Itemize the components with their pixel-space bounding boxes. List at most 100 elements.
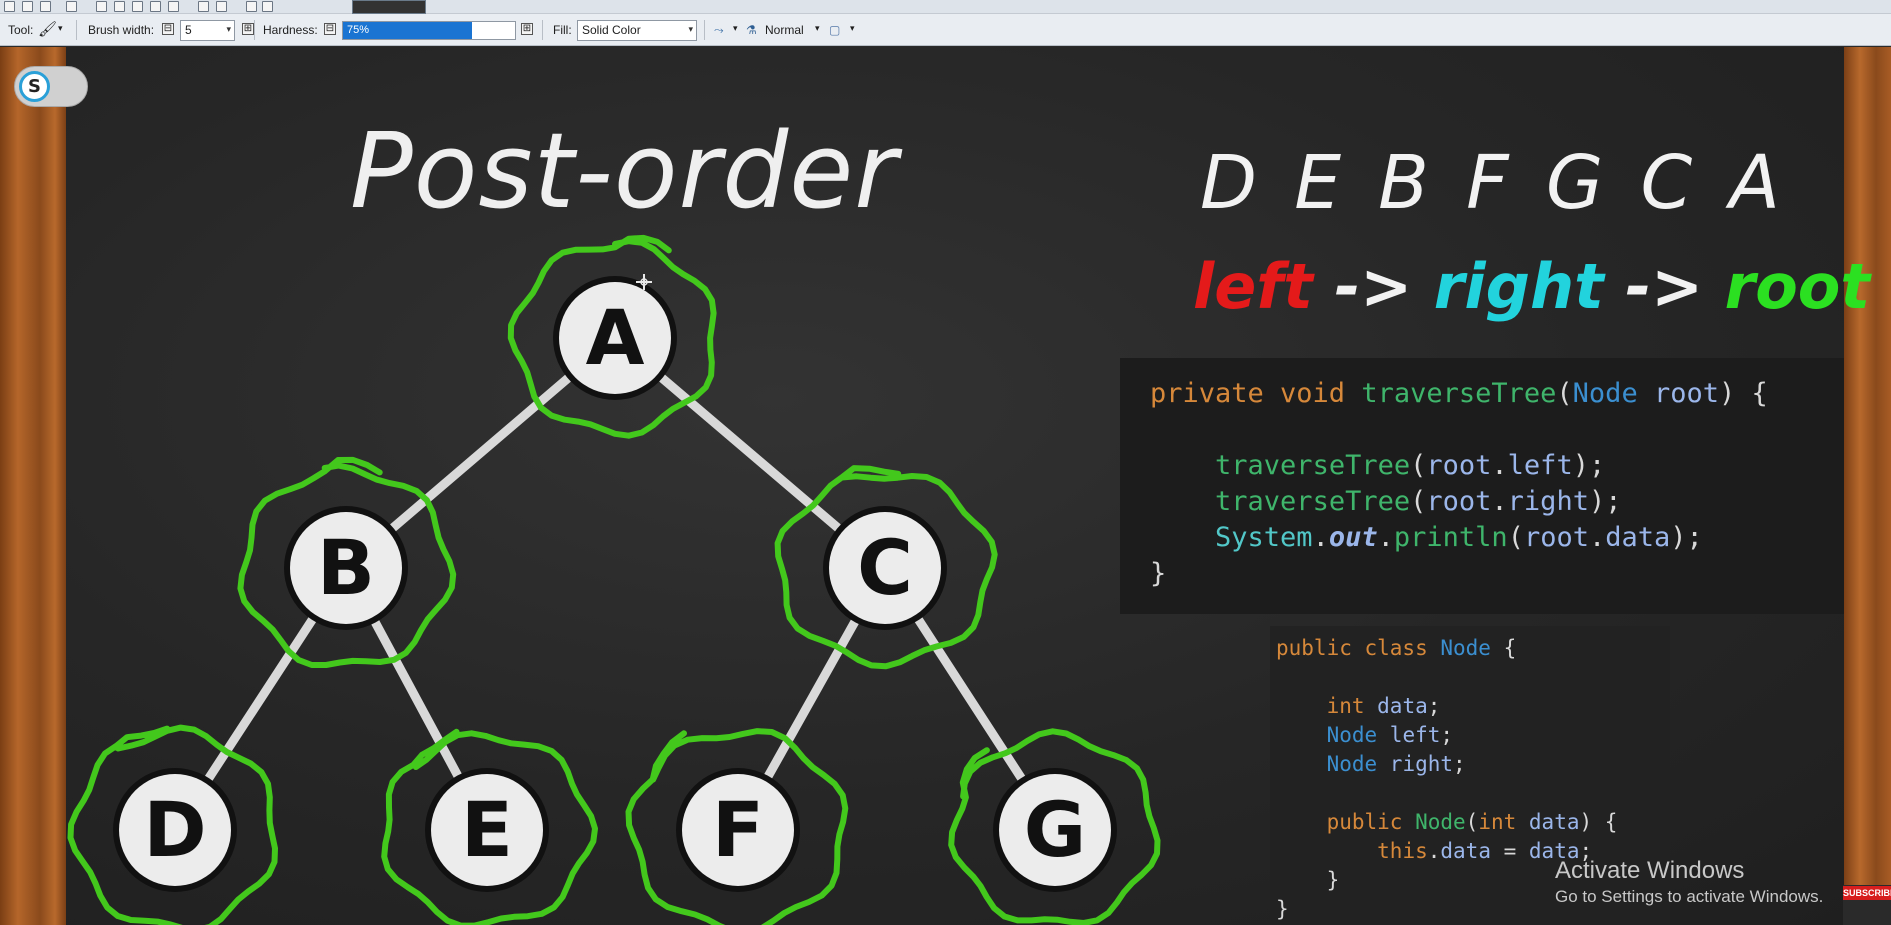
image-thumbnail[interactable]	[352, 0, 426, 14]
code-line-1: private void traverseTree(Node root) {	[1150, 378, 1768, 409]
node-class-code-block: public class Node { int data; Node left;…	[1270, 626, 1670, 925]
tree-node-label: B	[317, 523, 375, 612]
save-icon[interactable]	[40, 1, 51, 12]
paintbrush-icon[interactable]: 🖌	[38, 21, 58, 38]
code-line-1: public class Node {	[1276, 636, 1516, 660]
sequence-item: C	[1640, 140, 1693, 226]
sequence-item: B	[1378, 140, 1429, 226]
traverse-code-block: private void traverseTree(Node root) { t…	[1120, 358, 1844, 614]
tree-node-label: G	[1024, 785, 1086, 874]
code-line-6: this.data = data;	[1377, 839, 1592, 863]
order-right: right	[1433, 250, 1604, 323]
code-line-4: Node right;	[1327, 752, 1466, 776]
deselect-icon[interactable]	[168, 1, 179, 12]
fill-dropdown-icon[interactable]: ▾	[688, 24, 693, 34]
open-file-icon[interactable]	[22, 1, 33, 12]
code-token: ;	[1579, 839, 1593, 863]
hardness-decrease-button[interactable]: ⊟	[324, 23, 336, 35]
brush-width-input[interactable]: 5 ▾	[180, 20, 235, 41]
print-icon[interactable]	[66, 1, 77, 12]
blend-mode-dropdown-icon[interactable]: ▾	[815, 23, 820, 33]
code-token: .	[1588, 522, 1606, 553]
code-token	[1638, 378, 1654, 409]
code-token: data	[1516, 810, 1580, 834]
code-token: public class	[1276, 636, 1441, 660]
hardness-slider[interactable]: 75%	[342, 21, 516, 40]
tree-node-circle	[119, 774, 231, 886]
tree-node-circle	[290, 512, 402, 624]
tree-node-label: F	[712, 785, 764, 874]
brush-width-label: Brush width:	[88, 23, 155, 37]
fill-select[interactable]: Solid Color ▾	[577, 20, 697, 41]
code-token: int	[1326, 694, 1365, 718]
new-file-icon[interactable]	[4, 1, 15, 12]
brush-width-dropdown-icon[interactable]: ▾	[226, 24, 231, 34]
order-arrow: ->	[1603, 250, 1725, 323]
code-token: (	[1410, 450, 1427, 481]
code-token: ;	[1453, 752, 1466, 776]
grid-icon[interactable]	[246, 1, 257, 12]
code-token: traverseTree	[1215, 450, 1411, 481]
hardness-increase-button[interactable]: ⊞	[521, 23, 533, 35]
code-line-2: traverseTree(root.left);	[1215, 450, 1605, 481]
highlight-circle-c	[774, 465, 998, 670]
selection-mode-dropdown-icon[interactable]: ▾	[850, 23, 855, 33]
separator	[542, 20, 543, 40]
blend-mode-value[interactable]: Normal	[765, 23, 804, 37]
fill-value: Solid Color	[582, 23, 641, 37]
subscribe-button[interactable]: SUBSCRIBE	[1843, 885, 1891, 925]
editor-top-strip	[0, 0, 1891, 14]
code-token: .	[1491, 486, 1508, 517]
undo-icon[interactable]	[198, 1, 209, 12]
code-token: ;	[1440, 723, 1454, 747]
overlay-toggle[interactable]: S	[14, 66, 88, 107]
code-token: (	[1465, 810, 1479, 834]
traversal-sequence: D E B F G C A	[1200, 140, 1780, 226]
paste-icon[interactable]	[132, 1, 143, 12]
code-token: data	[1528, 839, 1580, 863]
code-token: );	[1572, 450, 1606, 481]
sequence-item: G	[1545, 140, 1604, 226]
tree-node-label: D	[143, 785, 206, 874]
brush-width-increase-button[interactable]: ⊞	[242, 23, 254, 35]
code-token: (	[1556, 378, 1573, 409]
antialiasing-dropdown-icon[interactable]: ▾	[733, 23, 738, 33]
code-token: Node	[1326, 723, 1378, 747]
cut-icon[interactable]	[96, 1, 107, 12]
code-token: data	[1364, 694, 1428, 718]
code-line-2: int data;	[1327, 694, 1441, 718]
tree-node-circle	[682, 774, 794, 886]
copy-icon[interactable]	[114, 1, 125, 12]
code-token: {	[1490, 636, 1517, 660]
highlight-circle-e	[381, 728, 598, 925]
tool-dropdown-icon[interactable]: ▾	[58, 23, 63, 33]
code-token: =	[1490, 839, 1529, 863]
code-token: Node	[1440, 636, 1491, 660]
code-token: out	[1328, 522, 1378, 553]
antialiasing-icon[interactable]: ⤳	[714, 23, 724, 37]
order-arrow: ->	[1312, 250, 1434, 323]
code-token: Node	[1572, 378, 1638, 409]
code-line-8: }	[1276, 897, 1289, 921]
tree-node-circle	[829, 512, 941, 624]
code-token: right	[1377, 752, 1454, 776]
selection-mode-icon[interactable]: ▢	[829, 23, 841, 37]
highlight-circle-a	[507, 234, 717, 439]
code-line-3: traverseTree(root.right);	[1215, 486, 1621, 517]
subscribe-label: SUBSCRIBE	[1843, 886, 1891, 900]
fill-label: Fill:	[553, 23, 572, 37]
crop-icon[interactable]	[150, 1, 161, 12]
brush-width-decrease-button[interactable]: ⊟	[162, 23, 174, 35]
highlight-circle-g	[948, 728, 1161, 925]
highlight-circle-b	[237, 456, 457, 668]
ruler-icon[interactable]	[262, 1, 273, 12]
redo-icon[interactable]	[216, 1, 227, 12]
code-token: );	[1588, 486, 1622, 517]
code-line-5: public Node(int data) {	[1327, 810, 1618, 834]
code-token: int	[1478, 810, 1517, 834]
tool-options-toolbar: Tool: 🖌 ▾ Brush width: ⊟ 5 ▾ ⊞ Hardness:…	[0, 14, 1891, 46]
code-token: private void	[1150, 378, 1362, 409]
code-token: (	[1507, 522, 1524, 553]
blend-mode-icon[interactable]: ⚗	[746, 23, 757, 37]
code-token: traverseTree	[1215, 486, 1411, 517]
